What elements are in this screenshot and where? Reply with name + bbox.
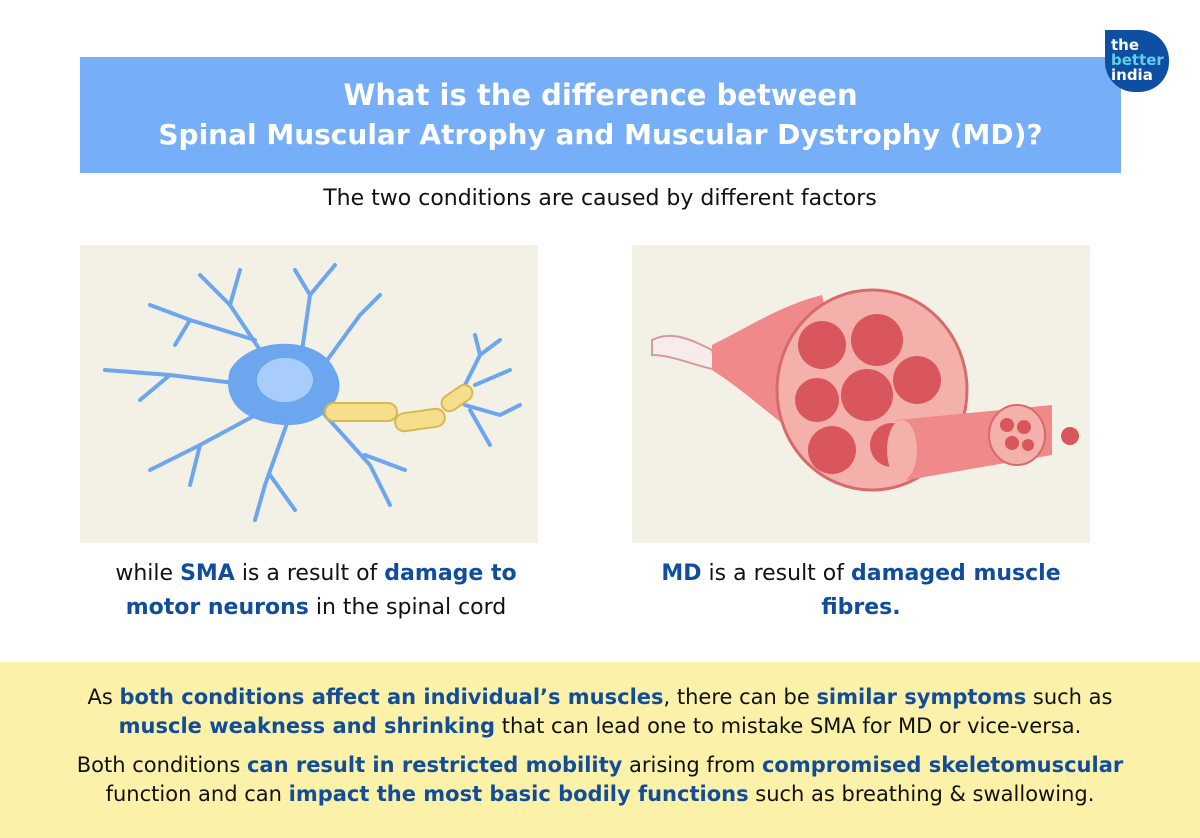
footer-p2-highlight-1: can result in restricted mobility <box>246 753 623 777</box>
footer-box: As both conditions affect an individual’… <box>0 662 1200 838</box>
sma-caption-text-3: in the spinal cord <box>308 595 507 620</box>
md-caption-highlight-2: damaged muscle fibres. <box>821 561 1061 620</box>
footer-p1-text-3: such as <box>1026 685 1113 709</box>
footer-p2-text-2: arising from <box>622 753 762 777</box>
logo-line-1: the <box>1111 36 1140 54</box>
md-caption: MD is a result of damaged muscle fibres. <box>646 557 1076 625</box>
footer-p2-highlight-3: impact the most basic bodily functions <box>288 782 749 806</box>
muscle-panel <box>632 245 1090 543</box>
footer-p1-highlight-2: similar symptoms <box>816 685 1027 709</box>
footer-paragraph-1: As both conditions affect an individual’… <box>0 683 1200 741</box>
sma-caption-highlight-1: SMA <box>180 561 235 586</box>
sma-caption-highlight-2: damage to motor neurons <box>125 561 517 620</box>
neuron-illustration-icon <box>103 263 522 522</box>
footer-p2-text-3: function and can <box>105 782 289 806</box>
footer-paragraph-2: Both conditions can result in restricted… <box>0 751 1200 809</box>
title-line-2: Spinal Muscular Atrophy and Muscular Dys… <box>158 118 1043 151</box>
footer-p2-text-1: Both conditions <box>76 753 247 777</box>
md-caption-text-1: is a result of <box>701 561 851 586</box>
sma-caption-text-1: while <box>115 561 181 586</box>
footer-p2-text-4: such as breathing & swallowing. <box>748 782 1095 806</box>
sma-caption: while SMA is a result of damage to motor… <box>86 557 546 625</box>
md-caption-highlight-1: MD <box>661 561 702 586</box>
title-banner: What is the difference between Spinal Mu… <box>80 57 1121 173</box>
footer-p1-text-1: As <box>87 685 120 709</box>
brand-logo[interactable]: the better india <box>1105 30 1169 92</box>
subtitle: The two conditions are caused by differe… <box>323 186 877 211</box>
neuron-panel <box>80 245 538 543</box>
muscle-fibre-illustration-icon <box>651 288 1079 492</box>
title-line-1: What is the difference between <box>343 78 858 112</box>
footer-p1-highlight-1: both conditions affect an individual’s m… <box>119 685 664 709</box>
logo-line-2: better <box>1111 51 1164 69</box>
logo-line-3: india <box>1111 66 1153 84</box>
footer-p1-text-2: , there can be <box>663 685 817 709</box>
footer-p1-highlight-3: muscle weakness and shrinking <box>118 714 496 738</box>
footer-p1-text-4: that can lead one to mistake SMA for MD … <box>495 714 1082 738</box>
footer-p2-highlight-2: compromised skeletomuscular <box>761 753 1124 777</box>
sma-caption-text-2: is a result of <box>234 561 385 586</box>
